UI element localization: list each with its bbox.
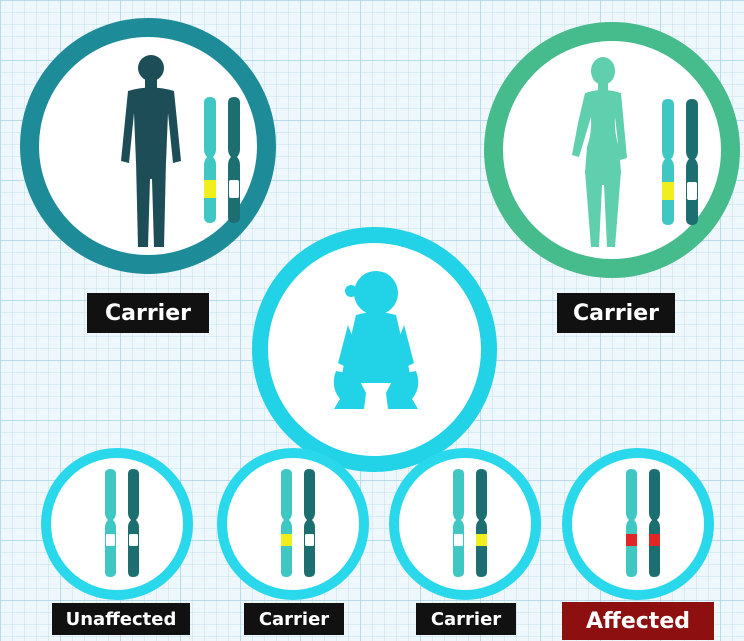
father-chromosome-pair xyxy=(199,95,249,225)
offspring-carrier-circle-1 xyxy=(217,448,369,600)
offspring-affected-chromosome-pair xyxy=(622,467,668,579)
offspring-affected-label: Affected xyxy=(562,602,714,640)
male-silhouette-icon xyxy=(111,51,191,251)
offspring-carrier-label-2: Carrier xyxy=(416,603,516,635)
offspring-unaffected-chromosome-pair xyxy=(101,467,147,579)
father-circle xyxy=(20,18,276,274)
offspring-carrier-chromosome-pair-2 xyxy=(449,467,495,579)
mother-carrier-band xyxy=(662,182,674,200)
mother-circle xyxy=(484,22,740,278)
offspring-carrier-chromosome-pair-1 xyxy=(277,467,323,579)
father-carrier-band xyxy=(204,180,216,198)
offspring-carrier-circle-2 xyxy=(389,448,541,600)
offspring-affected-circle xyxy=(562,448,714,600)
child-circle xyxy=(252,227,497,472)
female-silhouette-icon xyxy=(565,53,641,251)
offspring-unaffected-label: Unaffected xyxy=(52,603,190,635)
mother-label: Carrier xyxy=(557,293,675,333)
child-silhouette-icon xyxy=(326,263,426,413)
offspring-carrier-label-1: Carrier xyxy=(244,603,344,635)
offspring-unaffected-circle xyxy=(41,448,193,600)
mother-chromosome-pair xyxy=(657,97,707,227)
father-label: Carrier xyxy=(87,293,209,333)
